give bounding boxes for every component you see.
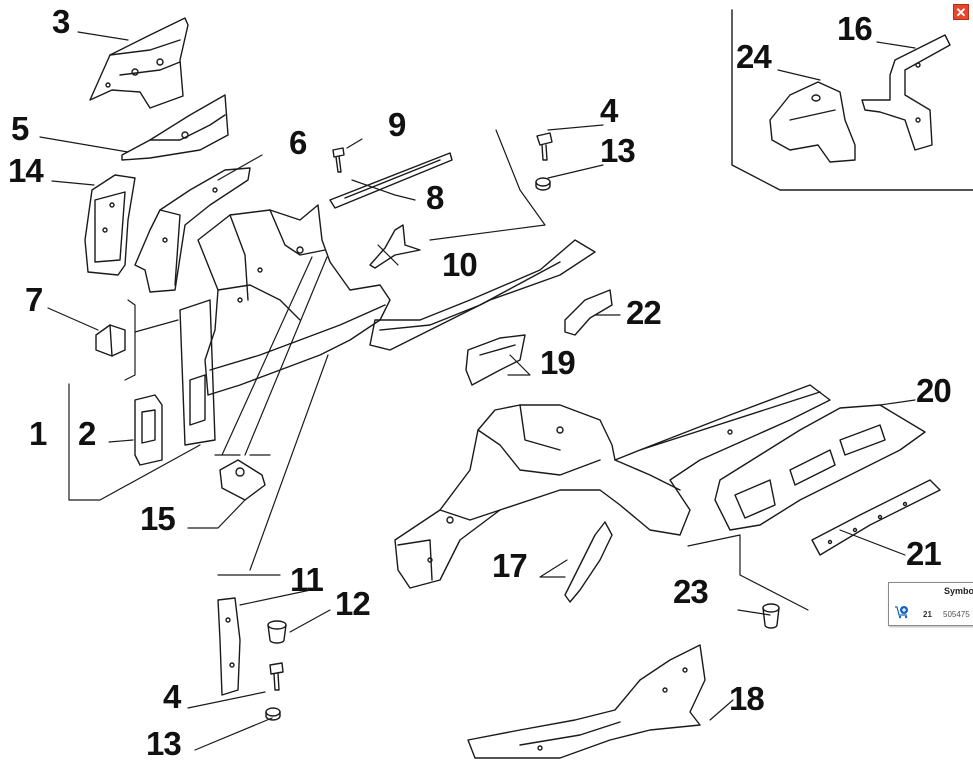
front-structure-left xyxy=(179,204,596,446)
part-15-bracket xyxy=(219,459,266,501)
callout-15[interactable]: 15 xyxy=(140,500,176,537)
part-18-rail xyxy=(467,644,706,759)
callout-3[interactable]: 3 xyxy=(52,3,70,40)
inset-frame xyxy=(731,9,973,191)
part-4-bolt-bottom xyxy=(269,662,284,691)
callout-13-top[interactable]: 13 xyxy=(600,132,636,169)
callout-1[interactable]: 1 xyxy=(29,415,47,452)
callout-17[interactable]: 17 xyxy=(492,547,528,584)
part-24-bracket xyxy=(769,81,856,163)
callout-4-bottom[interactable]: 4 xyxy=(163,678,181,715)
part-17-bracket xyxy=(564,521,613,603)
popup-header: Symbo xyxy=(944,586,973,596)
part-2-panel xyxy=(134,394,163,466)
front-structure-right xyxy=(394,384,831,589)
part-19-bracket xyxy=(465,334,526,386)
parts-list-popup: Symbo 21 505475 xyxy=(888,582,973,626)
part-7-bracket xyxy=(95,324,126,357)
close-icon: ✕ xyxy=(955,5,967,20)
part-23-plug xyxy=(762,603,780,629)
part-13-nut-bottom xyxy=(265,707,281,721)
part-21-strip xyxy=(811,479,941,556)
callout-12[interactable]: 12 xyxy=(335,585,371,622)
popup-row-code: 505475 xyxy=(943,610,970,619)
part-11-bracket xyxy=(217,597,241,696)
part-16-bracket xyxy=(861,34,951,151)
part-3-bracket xyxy=(89,17,189,109)
leader-lines xyxy=(39,31,916,751)
callout-18[interactable]: 18 xyxy=(729,680,765,717)
part-22-bracket xyxy=(564,289,613,336)
callout-7[interactable]: 7 xyxy=(25,281,43,318)
add-to-cart-icon[interactable] xyxy=(894,605,910,619)
callout-5[interactable]: 5 xyxy=(11,110,29,147)
close-button[interactable]: ✕ xyxy=(953,4,969,20)
callout-21[interactable]: 21 xyxy=(906,535,942,572)
callout-24[interactable]: 24 xyxy=(736,38,772,75)
callout-11[interactable]: 11 xyxy=(290,561,324,598)
callout-8[interactable]: 8 xyxy=(426,179,444,216)
part-10-clip xyxy=(369,224,421,269)
callout-23[interactable]: 23 xyxy=(673,573,709,610)
part-9-bolt xyxy=(332,147,345,173)
callout-19[interactable]: 19 xyxy=(540,344,576,381)
callout-4-top[interactable]: 4 xyxy=(600,92,618,129)
callout-10[interactable]: 10 xyxy=(442,246,478,283)
part-5-plate xyxy=(121,94,229,161)
callout-16[interactable]: 16 xyxy=(837,10,873,47)
part-4-bolt-top xyxy=(536,132,553,161)
callout-22[interactable]: 22 xyxy=(626,294,662,331)
callout-14[interactable]: 14 xyxy=(8,152,44,189)
part-20-crossmember xyxy=(714,404,926,531)
part-8-strip xyxy=(329,152,453,209)
callout-20[interactable]: 20 xyxy=(916,372,952,409)
callout-2[interactable]: 2 xyxy=(78,415,96,452)
part-14-pillar xyxy=(84,174,136,276)
part-13-nut-top xyxy=(535,177,551,191)
popup-row-number: 21 xyxy=(923,610,932,619)
callout-13-bottom[interactable]: 13 xyxy=(146,725,182,762)
part-6-rail xyxy=(134,167,251,293)
part-12-plug xyxy=(267,620,287,644)
callout-9[interactable]: 9 xyxy=(388,106,406,143)
callout-6[interactable]: 6 xyxy=(289,124,307,161)
